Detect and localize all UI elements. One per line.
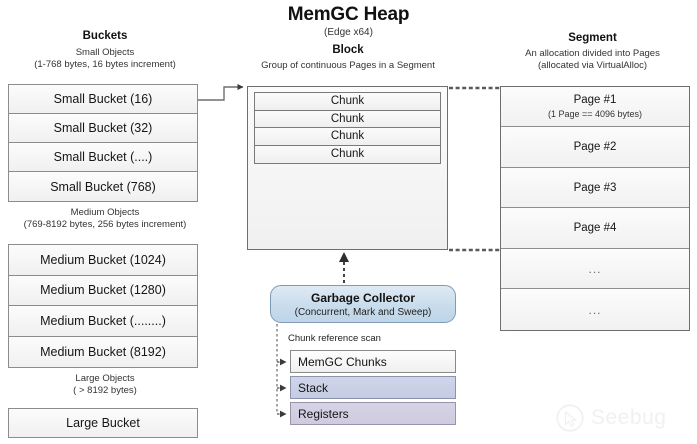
small-bucket-row-label: Small Bucket (768) (50, 179, 156, 194)
small-bucket-row-label: Small Bucket (16) (53, 92, 153, 106)
bucket-to-block-arrow (198, 84, 244, 101)
small-bucket-row[interactable]: Small Bucket (....) (9, 143, 197, 172)
chunk-row-label: Chunk (330, 148, 365, 161)
medium-objects-line2: (769-8192 bytes, 256 bytes increment) (23, 219, 187, 230)
small-bucket-row[interactable]: Small Bucket (768) (9, 172, 197, 201)
large-buckets-stack: Large Bucket (8, 408, 198, 438)
medium-bucket-row-label: Medium Bucket (........) (40, 313, 166, 328)
segment-page-row[interactable]: ... (501, 248, 689, 290)
chunk-row[interactable]: Chunk (255, 110, 440, 128)
large-bucket-row-label: Large Bucket (66, 416, 140, 430)
segment-page-label: Page #2 (573, 141, 617, 154)
medium-objects-line1: Medium Objects (70, 207, 140, 218)
segment-page-sublabel: (1 Page == 4096 bytes) (547, 109, 643, 120)
scan-target-box[interactable]: Stack (290, 376, 456, 399)
segment-subtitle-line1: An allocation divided into Pages (525, 48, 660, 59)
buckets-heading: Buckets (82, 30, 128, 42)
small-objects-line1: Small Objects (75, 47, 135, 58)
chunk-row[interactable]: Chunk (255, 145, 440, 163)
small-objects-line2: (1-768 bytes, 16 bytes increment) (34, 59, 176, 70)
scan-target-box[interactable]: Registers (290, 402, 456, 425)
large-objects-line2: ( > 8192 bytes) (73, 385, 137, 396)
small-bucket-row-label: Small Bucket (32) (53, 121, 153, 135)
small-bucket-row-label: Small Bucket (....) (53, 150, 153, 164)
segment-page-label: ... (588, 302, 602, 317)
medium-bucket-row[interactable]: Medium Bucket (1280) (9, 275, 197, 306)
scan-target-box[interactable]: MemGC Chunks (290, 350, 456, 373)
segment-subtitle: An allocation divided into Pages (alloca… (490, 48, 695, 72)
gc-to-block-arrow (339, 252, 349, 283)
segment-page-label: ... (588, 261, 602, 276)
small-buckets-stack: Small Bucket (16) Small Bucket (32) Small … (8, 84, 198, 202)
chunk-reference-scan-label: Chunk reference scan (288, 333, 381, 344)
large-objects-label: Large Objects ( > 8192 bytes) (2, 373, 208, 397)
medium-bucket-row[interactable]: Medium Bucket (........) (9, 306, 197, 337)
segment-page-stack: Page #1 (1 Page == 4096 bytes) Page #2 Page… (500, 86, 690, 331)
gc-subtitle: (Concurrent, Mark and Sweep) (294, 306, 432, 318)
scan-target-label: MemGC Chunks (298, 354, 387, 369)
medium-bucket-row-label: Medium Bucket (8192) (40, 344, 166, 359)
scan-target-label: Stack (298, 380, 329, 395)
medium-bucket-row[interactable]: Medium Bucket (1024) (9, 245, 197, 276)
seebug-logo-icon (556, 404, 584, 432)
chunk-row-label: Chunk (330, 95, 365, 108)
garbage-collector-box[interactable]: Garbage Collector (Concurrent, Mark and … (270, 285, 456, 323)
segment-page-row[interactable]: ... (501, 289, 689, 330)
medium-objects-label: Medium Objects (769-8192 bytes, 256 byte… (2, 207, 208, 231)
small-bucket-row[interactable]: Small Bucket (16) (9, 85, 197, 114)
watermark: Seebug (555, 403, 666, 433)
segment-page-row[interactable]: Page #3 (501, 167, 689, 209)
medium-bucket-row[interactable]: Medium Bucket (8192) (9, 336, 197, 367)
gc-title: Garbage Collector (310, 290, 416, 305)
segment-page-label: Page #4 (573, 222, 617, 235)
large-objects-line1: Large Objects (75, 373, 135, 384)
watermark-text: Seebug (591, 406, 667, 429)
gc-scan-connectors (276, 324, 287, 418)
medium-bucket-row-label: Medium Bucket (1024) (40, 252, 166, 267)
segment-heading: Segment (568, 32, 617, 44)
large-bucket-row[interactable]: Large Bucket (9, 409, 197, 437)
small-bucket-row[interactable]: Small Bucket (32) (9, 114, 197, 143)
segment-page-row[interactable]: Page #4 (501, 208, 689, 249)
chunk-row[interactable]: Chunk (255, 93, 440, 111)
segment-subtitle-line2: (allocated via VirtualAlloc) (537, 60, 648, 71)
chunk-row-label: Chunk (330, 130, 365, 143)
segment-page-row[interactable]: Page #2 (501, 127, 689, 168)
medium-bucket-row-label: Medium Bucket (1280) (40, 283, 166, 298)
scan-target-label: Registers (298, 406, 349, 421)
page-title: MemGC Heap (287, 4, 410, 25)
segment-page-row[interactable]: Page #1 (1 Page == 4096 bytes) (501, 87, 689, 128)
segment-page-label: Page #1 (573, 94, 617, 107)
block-subtitle: Group of continuous Pages in a Segment (261, 60, 435, 71)
block-heading: Block (332, 44, 364, 56)
page-subtitle: (Edge x64) (324, 27, 373, 38)
segment-page-label: Page #3 (573, 181, 617, 194)
chunk-row-label: Chunk (330, 112, 365, 125)
chunk-row[interactable]: Chunk (255, 128, 440, 146)
small-objects-label: Small Objects (1-768 bytes, 16 bytes inc… (2, 47, 208, 71)
medium-buckets-stack: Medium Bucket (1024) Medium Bucket (1280)… (8, 244, 198, 368)
